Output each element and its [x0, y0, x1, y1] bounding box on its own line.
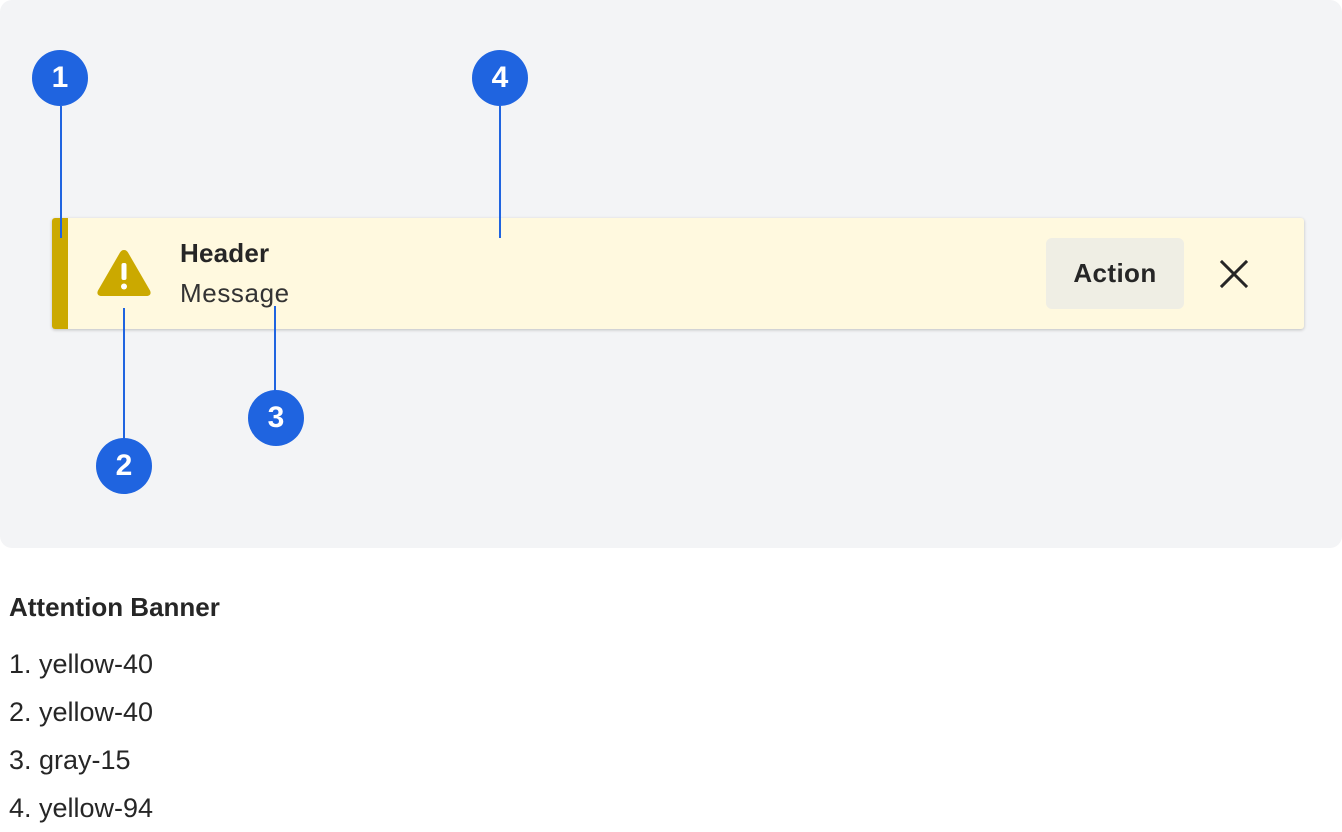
- caption-item-1: 1. yellow-40: [9, 649, 154, 679]
- leader-line-4: [499, 106, 501, 238]
- spec-canvas: Header Message Action 1 2 3 4: [0, 0, 1342, 548]
- caption-title: Attention Banner: [9, 592, 220, 622]
- leader-line-3: [274, 306, 276, 392]
- close-icon[interactable]: [1219, 259, 1249, 289]
- callout-marker-1: 1: [32, 50, 88, 106]
- callout-marker-3: 3: [248, 390, 304, 446]
- caption-item-4: 4. yellow-94: [9, 793, 154, 823]
- caption-item-3: 3. gray-15: [9, 745, 131, 775]
- leader-line-2: [123, 308, 125, 440]
- close-button[interactable]: [1212, 252, 1256, 296]
- warning-triangle-icon: [96, 247, 152, 299]
- action-button[interactable]: Action: [1046, 238, 1184, 309]
- banner-accent-bar: [52, 218, 68, 329]
- banner-message: Message: [180, 278, 290, 308]
- caption-list: 1. yellow-40 2. yellow-40 3. gray-15 4. …: [9, 640, 153, 832]
- attention-banner: Header Message Action: [52, 218, 1304, 329]
- banner-header: Header: [180, 238, 270, 268]
- callout-marker-4: 4: [472, 50, 528, 106]
- callout-marker-2: 2: [96, 438, 152, 494]
- caption-item-2: 2. yellow-40: [9, 697, 154, 727]
- leader-line-1: [60, 106, 62, 238]
